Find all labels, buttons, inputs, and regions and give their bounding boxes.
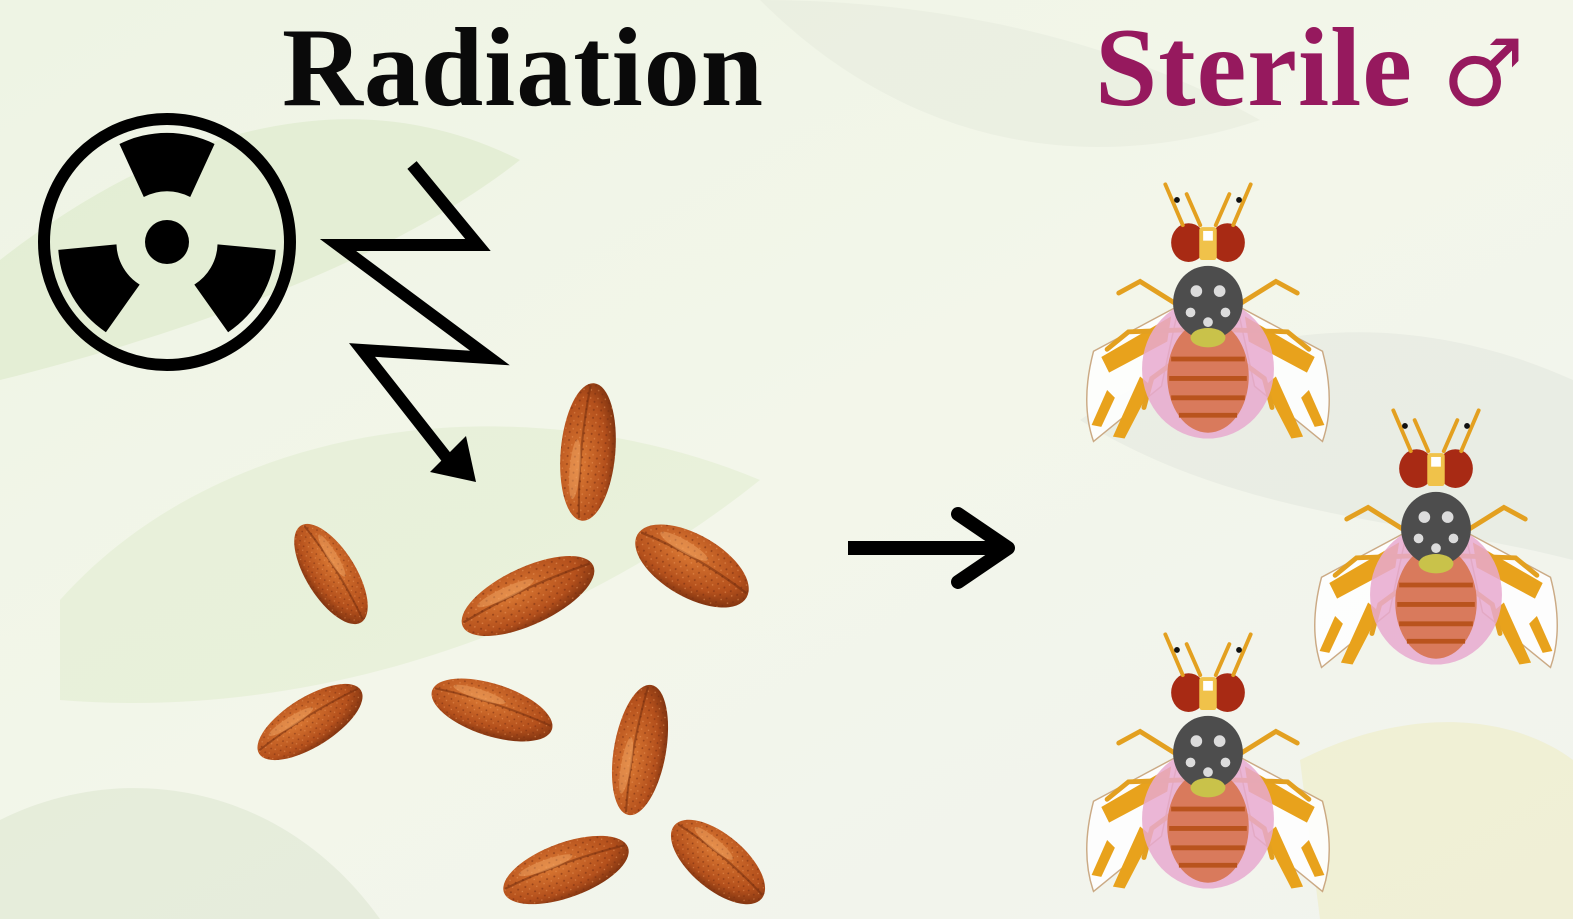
sterile-male-title: Sterile ♂	[1095, 12, 1525, 124]
radiation-title: Radiation	[282, 12, 764, 124]
male-symbol: ♂	[1442, 20, 1525, 127]
sterile-label: Sterile	[1095, 6, 1413, 130]
